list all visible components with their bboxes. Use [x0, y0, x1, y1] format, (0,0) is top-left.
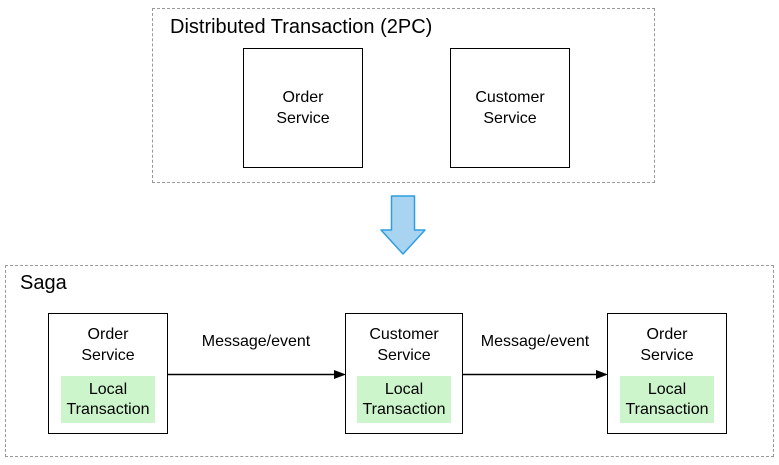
down-arrow-icon	[380, 195, 426, 255]
service-box-label-group: Order Service	[49, 314, 167, 366]
service-box-label-group: Order Service	[608, 314, 726, 366]
service-box-label: Order	[646, 326, 688, 343]
message-arrow-2	[463, 370, 608, 379]
service-box-label: Customer	[369, 326, 439, 343]
service-box-order-saga-1: Order Service Local Transaction	[48, 313, 168, 434]
service-box-label: Order	[87, 326, 129, 343]
container-2pc-title: Distributed Transaction (2PC)	[170, 16, 433, 38]
service-box-label: Customer	[475, 89, 545, 106]
arrow-head-icon	[334, 370, 346, 379]
service-box-label: Order	[282, 89, 324, 106]
service-box-label-group: Customer Service	[346, 314, 462, 366]
service-box-customer-saga: Customer Service Local Transaction	[345, 313, 463, 434]
service-box-label: Service	[276, 110, 330, 127]
message-arrow-1	[168, 370, 346, 379]
local-transaction-box-1: Local Transaction	[61, 376, 155, 423]
service-box-label: Service	[640, 347, 694, 364]
container-saga-title: Saga	[20, 272, 67, 294]
message-event-label-2: Message/event	[480, 333, 590, 350]
message-event-label-1: Message/event	[201, 333, 311, 350]
service-box-label: Service	[81, 347, 135, 364]
local-transaction-box-2: Local Transaction	[357, 376, 451, 423]
arrow-head-icon	[596, 370, 608, 379]
service-box-customer-2pc: Customer Service	[450, 48, 570, 168]
service-box-order-2pc: Order Service	[243, 48, 363, 168]
local-transaction-box-3: Local Transaction	[620, 376, 714, 423]
container-saga: Saga Order Service Local Transaction Mes…	[5, 265, 774, 457]
down-arrow-shape	[380, 195, 426, 255]
service-box-label: Service	[377, 347, 431, 364]
service-box-order-saga-2: Order Service Local Transaction	[607, 313, 727, 434]
container-2pc: Distributed Transaction (2PC) Order Serv…	[152, 8, 655, 183]
service-box-label: Service	[483, 110, 537, 127]
